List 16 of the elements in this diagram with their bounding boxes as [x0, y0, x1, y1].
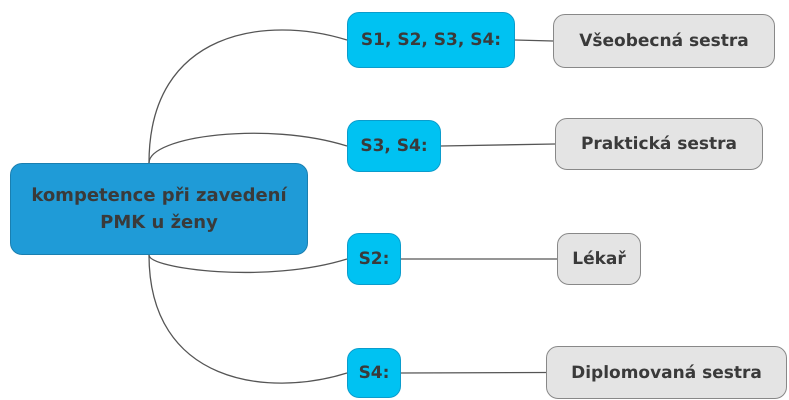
branch-box: S1, S2, S3, S4:	[347, 12, 515, 68]
connector-line	[401, 372, 546, 374]
connector-line	[440, 143, 556, 147]
leaf-box: Lékař	[557, 233, 641, 285]
branch-box: S4:	[347, 348, 401, 398]
connector-line	[514, 39, 554, 42]
connector-line	[401, 258, 557, 260]
leaf-box: Praktická sestra	[555, 118, 763, 170]
leaf-box: Všeobecná sestra	[553, 14, 775, 68]
branch-box: S3, S4:	[347, 120, 441, 172]
connector-line	[148, 254, 348, 384]
connector-line	[148, 254, 348, 274]
connector-line	[148, 132, 348, 164]
leaf-box: Diplomovaná sestra	[546, 346, 787, 399]
branch-box: S2:	[347, 233, 401, 285]
topic-box: kompetence při zavedení PMK u ženy	[10, 163, 308, 255]
